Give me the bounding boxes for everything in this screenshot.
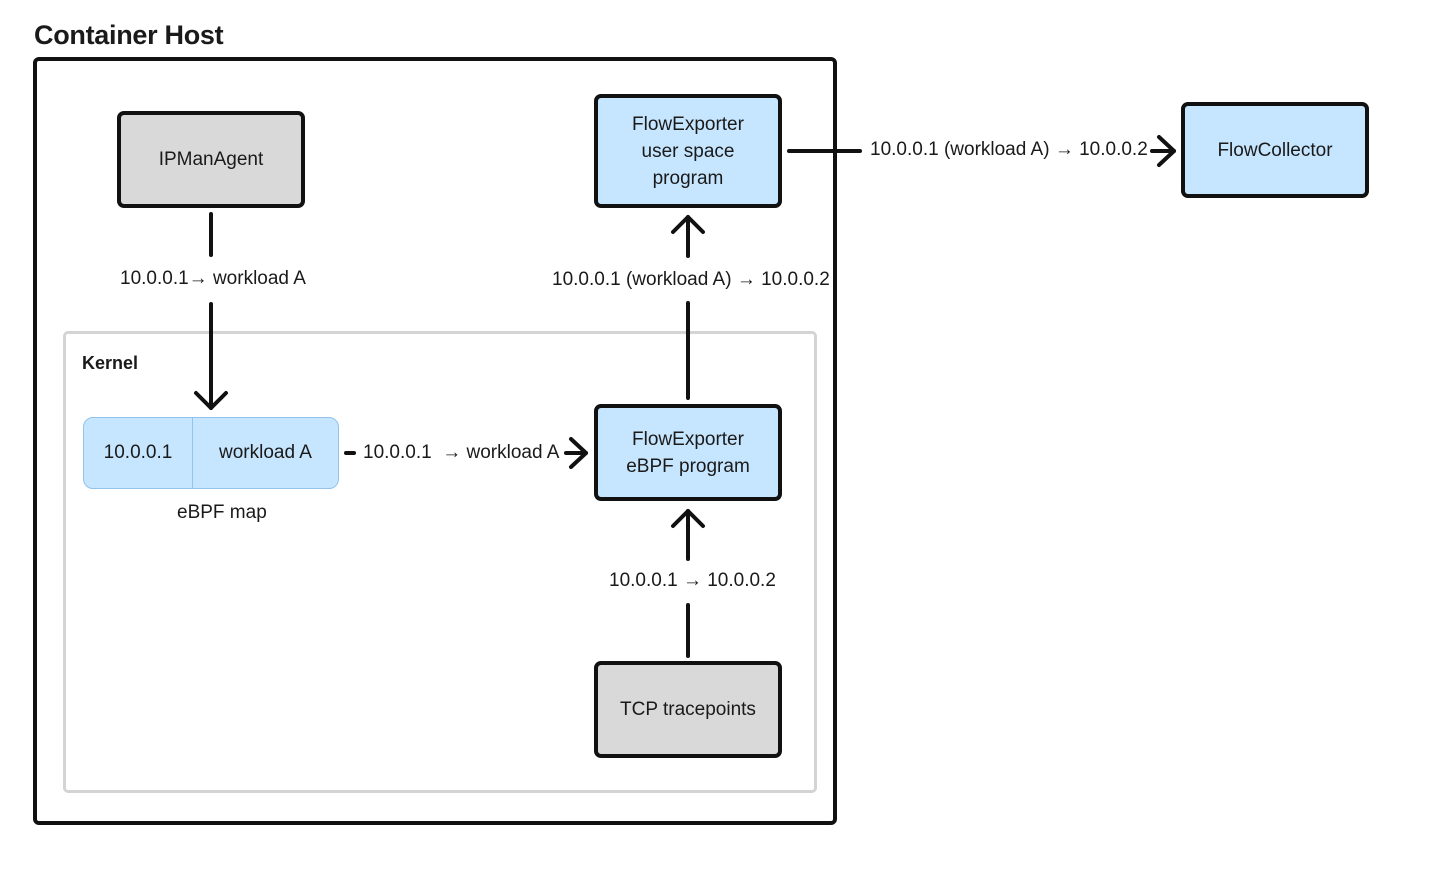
arrowhead-map-to-ebpf <box>569 437 588 469</box>
ebpf-map: 10.0.0.1 workload A <box>83 417 339 489</box>
kernel-label: Kernel <box>82 353 139 373</box>
arrowhead-agent-to-map <box>194 391 228 410</box>
flowcollector-node: FlowCollector <box>1181 102 1369 198</box>
edge-label-agent-to-map: 10.0.0.1→ workload A <box>120 268 306 290</box>
container-host-frame <box>33 57 837 825</box>
arrowhead-tcp-to-ebpf <box>671 509 705 528</box>
flowexporter-user-node: FlowExporter user space program <box>594 94 782 208</box>
flowcollector-label: FlowCollector <box>1217 139 1333 161</box>
flowexporter-user-line-3: program <box>652 167 724 189</box>
ipman-agent-label: IPManAgent <box>158 149 264 170</box>
ipman-agent-node: IPManAgent <box>117 111 305 208</box>
kernel-frame <box>63 331 817 793</box>
ebpf-map-value: workload A <box>219 442 312 463</box>
flowexporter-ebpf-line-2: eBPF program <box>626 455 750 477</box>
flowexporter-user-line-2: user space <box>641 140 735 162</box>
arrowhead-ebpf-to-user <box>671 215 705 234</box>
flowexporter-ebpf-node: FlowExporter eBPF program <box>594 404 782 501</box>
edge-label-ebpf-to-user: 10.0.0.1 (workload A) → 10.0.0.2 <box>552 269 830 291</box>
edge-label-map-to-ebpf: 10.0.0.1 → workload A <box>363 442 560 464</box>
flowexporter-ebpf-line-1: FlowExporter <box>632 428 744 450</box>
ebpf-map-caption: eBPF map <box>177 502 267 524</box>
diagram-title: Container Host <box>34 20 224 50</box>
arrowhead-user-to-collector <box>1157 135 1176 167</box>
tcp-tracepoints-node: TCP tracepoints <box>594 661 782 758</box>
edge-label-user-to-collector: 10.0.0.1 (workload A) → 10.0.0.2 <box>870 139 1148 161</box>
ebpf-map-key: 10.0.0.1 <box>84 418 193 488</box>
edge-label-tcp-to-ebpf: 10.0.0.1 → 10.0.0.2 <box>609 570 776 592</box>
tcp-tracepoints-label: TCP tracepoints <box>620 699 756 720</box>
flowexporter-user-line-1: FlowExporter <box>632 113 744 135</box>
